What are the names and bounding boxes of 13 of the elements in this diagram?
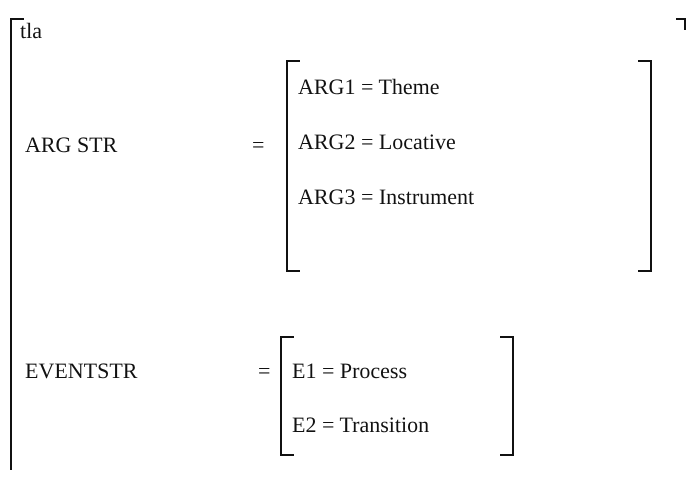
event-matrix (280, 336, 514, 456)
feature-value: E2 = Transition (292, 412, 430, 438)
matrix-type: tla (20, 18, 42, 44)
feature-value: E1 = Process (292, 358, 408, 384)
argument-matrix (286, 60, 652, 272)
equals-sign: = (258, 358, 270, 384)
feature-matrix (10, 18, 686, 470)
feature-name: ARG STR (25, 132, 118, 158)
feature-value: ARG2 = Locative (298, 129, 456, 155)
feature-value: ARG3 = Instrument (298, 184, 474, 210)
feature-name: EVENTSTR (25, 358, 138, 384)
equals-sign: = (252, 132, 264, 158)
feature-value: ARG1 = Theme (298, 74, 440, 100)
